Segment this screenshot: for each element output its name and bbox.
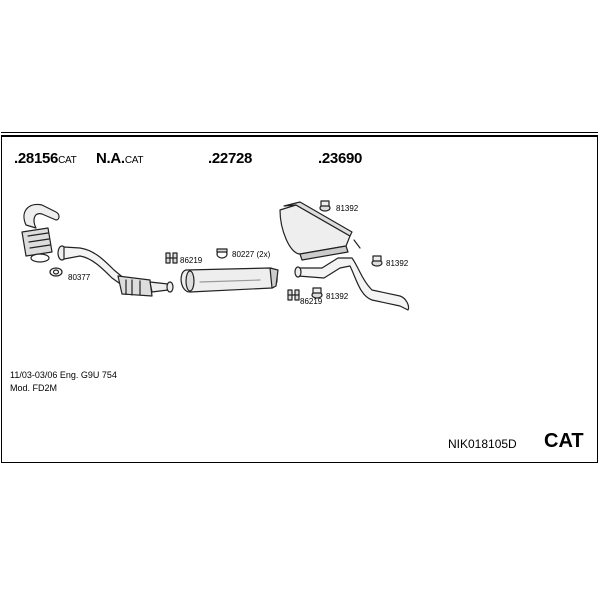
header-23690: .23690 [318,150,363,167]
rear-silencer-23690 [279,201,410,311]
header-28156: .28156CAT [14,150,77,167]
vehicle-info-line1: 11/03-03/06 Eng. G9U 754 [10,370,117,380]
label-81392-top: 81392 [336,204,359,213]
header-na: N.A.CAT [96,150,143,167]
top-rule [1,132,598,133]
cat-badge: CAT [544,430,584,452]
vehicle-info-line2: Mod. FD2M [10,383,58,393]
header-28156-number: .28156 [14,150,59,167]
clamp-80227 [216,248,228,259]
kit-code: NIK018105D [448,437,517,451]
catalytic-converter-28156 [21,203,60,263]
rubber-mount-81392-right [371,255,383,267]
gasket-80377 [49,267,63,277]
label-80227: 80227 (2x) [232,250,271,259]
label-86219-left: 86219 [180,256,203,265]
label-81392-bottom: 81392 [326,292,349,301]
header-na-suffix: CAT [124,155,144,166]
label-81392-right: 81392 [386,259,409,268]
rubber-mount-86219-right [287,289,300,301]
label-86219-right: 86219 [300,297,323,306]
header-na-number: N.A. [96,150,125,167]
rubber-mount-86219-left [165,252,178,264]
rubber-mount-81392-top [319,200,331,212]
rubber-mount-81392-bottom [311,287,323,299]
front-pipe [57,245,174,297]
label-80377: 80377 [68,273,91,282]
header-28156-suffix: CAT [58,155,77,166]
middle-silencer-22728 [180,267,279,293]
header-22728: .22728 [208,150,253,167]
diagram-frame [1,135,598,463]
